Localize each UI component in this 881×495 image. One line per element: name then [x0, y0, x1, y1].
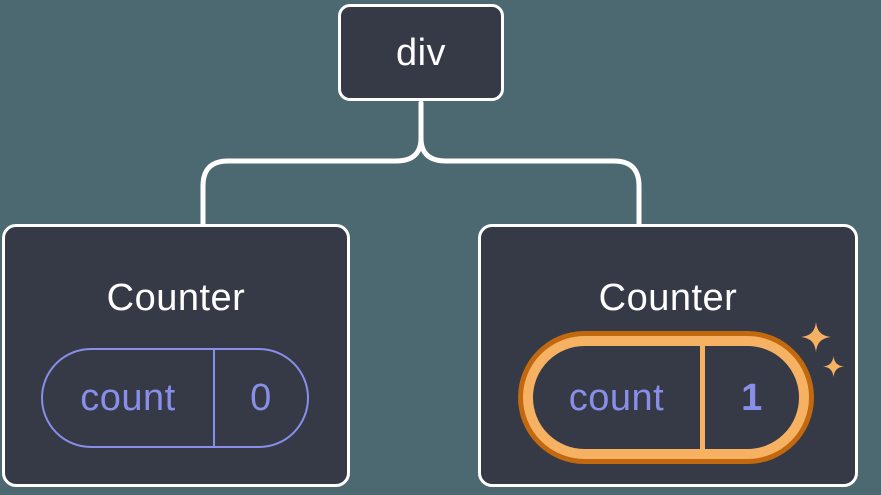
state-key-segment: count: [43, 350, 215, 446]
state-key-segment: count: [533, 346, 705, 449]
sparkle-icon-large: [801, 322, 831, 352]
root-node-label: div: [395, 31, 447, 74]
counter-title: Counter: [106, 277, 246, 319]
counter-node-right: Counter count 1: [478, 224, 858, 487]
state-pill: count 0: [41, 348, 309, 448]
counter-title: Counter: [598, 277, 738, 319]
state-value-label: 0: [250, 377, 272, 419]
counter-node-left: Counter count 0: [2, 224, 350, 487]
sparkle-icon-small: [823, 356, 844, 377]
state-pill-highlighted: count 1: [523, 336, 809, 459]
connector-right-branch: [418, 100, 642, 227]
root-node-div: div: [338, 4, 504, 101]
state-value-segment: 0: [215, 350, 307, 446]
state-key-label: count: [80, 377, 176, 419]
connector-left-branch: [200, 100, 424, 227]
state-value-segment: 1: [705, 346, 799, 449]
state-key-label: count: [568, 376, 665, 419]
state-value-label: 1: [741, 376, 763, 419]
